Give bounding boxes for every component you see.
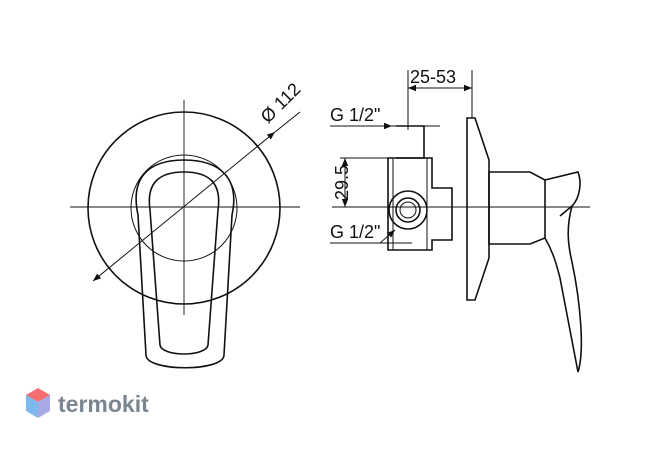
lever-side [544,205,583,373]
logo-left-face [26,395,38,418]
depth-label: 25-53 [410,67,456,87]
side-view: 25-53 G 1/2" 29.5 G 1/2" [330,67,590,373]
outlet-inner [395,197,421,223]
wall-plate [466,117,490,301]
top-inlet-pipe [396,125,425,159]
thread-bottom-label: G 1/2" [330,222,380,242]
cartridge-body [488,171,546,245]
outlet-bore [399,201,417,219]
diameter-dimension-line [92,131,276,282]
height-label: 29.5 [332,165,352,200]
lever-top [544,171,581,217]
diameter-label: Ø 112 [257,79,305,127]
diameter-leader [274,111,301,133]
logo-wordmark: termokit [58,391,149,417]
outlet-outer [388,190,428,230]
cover-plate-outline [87,111,281,305]
thread-top-label: G 1/2" [330,105,380,125]
logo-right-face [38,395,50,418]
termokit-logo: termokit [26,388,149,418]
front-view: Ø 112 [70,79,305,369]
thread-bottom-arrow [379,229,396,244]
valve-body [387,157,453,251]
